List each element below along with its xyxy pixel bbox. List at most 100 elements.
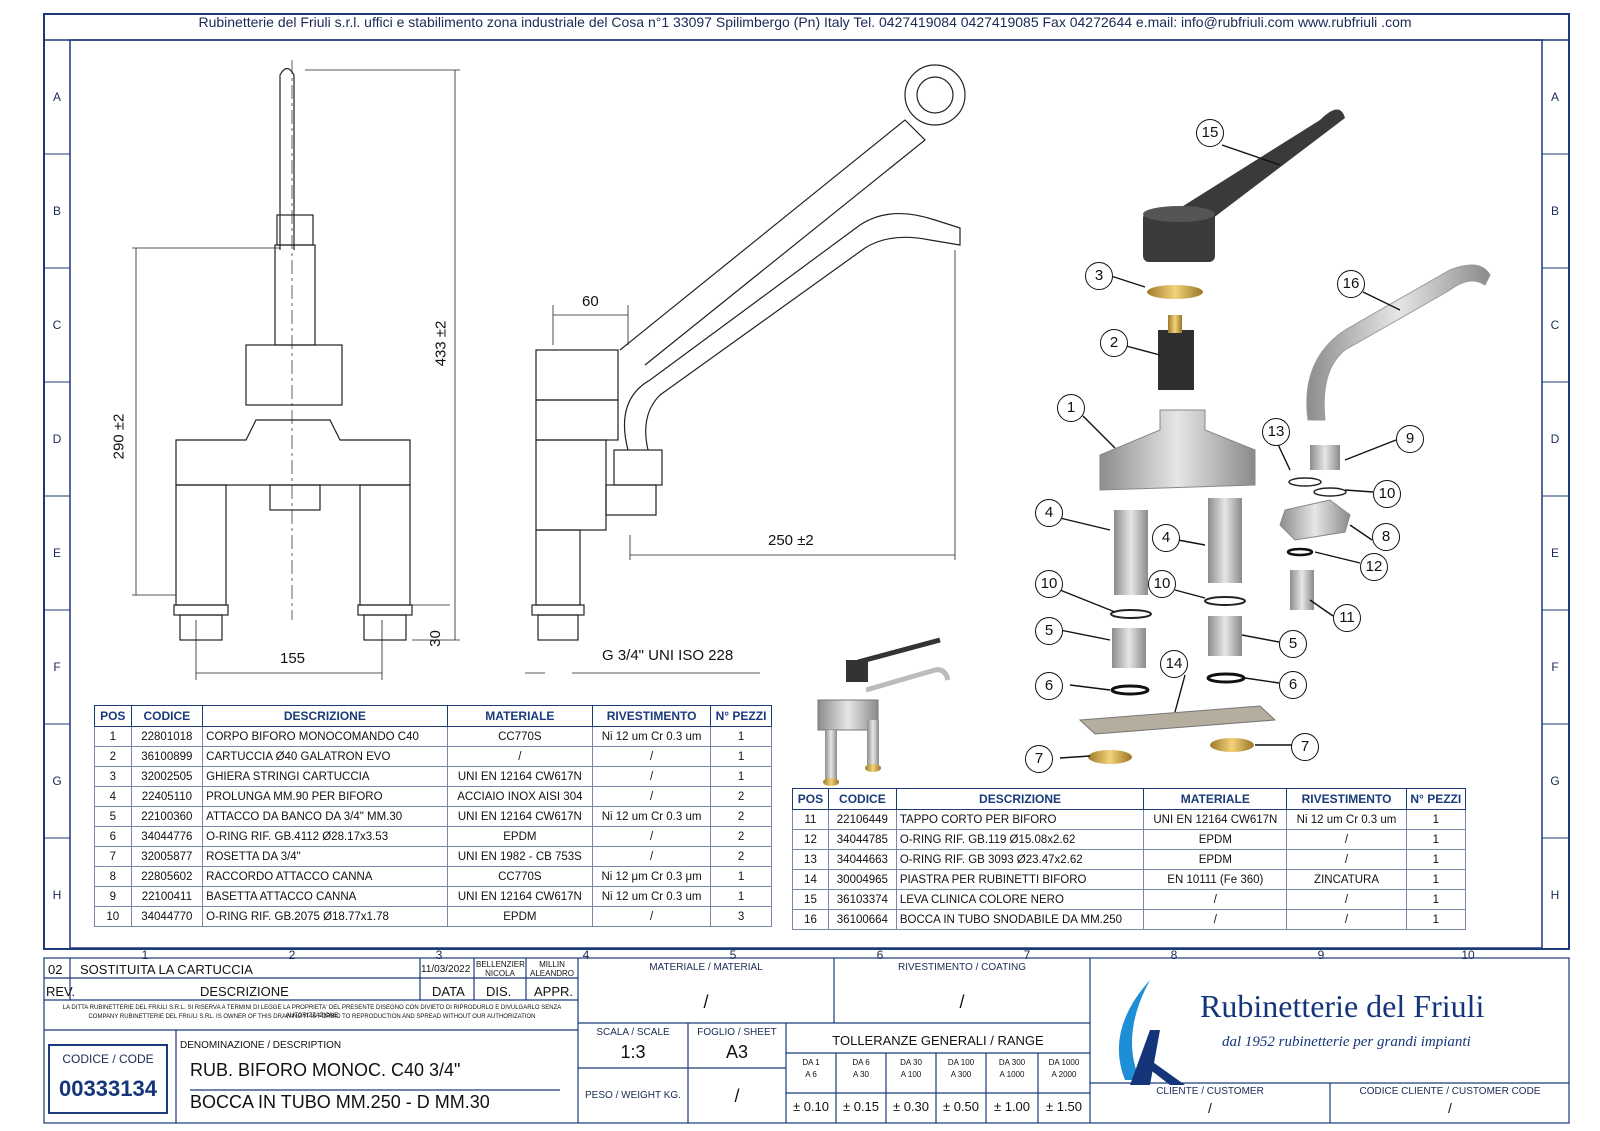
tolerance-range-from: DA 6: [852, 1058, 870, 1067]
iso-thumbnail: [817, 637, 951, 786]
tolerance-value: ± 1.00: [993, 1099, 1031, 1114]
customer-label: CLIENTE / CUSTOMER: [1156, 1086, 1264, 1097]
bom-cell: 2: [710, 826, 772, 847]
tolerance-value: ± 0.10: [792, 1099, 830, 1114]
date-header: DATA: [432, 984, 465, 999]
bom-cell: 2: [94, 746, 132, 767]
part-balloon: 6: [1279, 671, 1307, 699]
column-label: 2: [288, 948, 296, 962]
dimension-155: 155: [280, 650, 306, 667]
brand-name: Rubinetterie del Friuli: [1200, 988, 1485, 1024]
bom-cell: Ni 12 um Cr 0.3 um: [592, 806, 712, 827]
column-label: 8: [1170, 948, 1178, 962]
bom-cell: 15: [792, 889, 829, 910]
column-label: 1: [141, 948, 149, 962]
title-block-frame: [43, 957, 1570, 1124]
bom-cell: 1: [710, 726, 772, 747]
bom-cell: 34044785: [827, 829, 897, 850]
bom-cell: 6: [94, 826, 132, 847]
column-label: 5: [729, 948, 737, 962]
bom-cell: 1: [710, 866, 772, 887]
bom-cell: 1: [710, 766, 772, 787]
part-balloon: 16: [1337, 270, 1365, 298]
bom-cell: TAPPO CORTO PER BIFORO: [895, 809, 1145, 830]
part-balloon: 2: [1100, 329, 1128, 357]
part-balloon: 14: [1160, 650, 1188, 678]
bom-cell: GHIERA STRINGI CARTUCCIA: [202, 766, 448, 787]
bom-cell: Ni 12 um Cr 0.3 um: [592, 886, 712, 907]
part-balloon: 7: [1291, 733, 1319, 761]
bom-cell: PIASTRA PER RUBINETTI BIFORO: [895, 869, 1145, 890]
legal-notice-en: COMPANY RUBINETTERIE DEL FRIULI S.RL. IS…: [88, 1014, 536, 1020]
bom-cell: Ni 12 um Cr 0.3 um: [592, 726, 712, 747]
bom-table-left: POS CODICE DESCRIZIONE MATERIALE RIVESTI…: [94, 705, 772, 927]
customer-code-label: CODICE CLIENTE / CUSTOMER CODE: [1359, 1086, 1541, 1097]
description-line1: RUB. BIFORO MONOC. C40 3/4": [190, 1060, 461, 1080]
part-balloon: 6: [1035, 672, 1063, 700]
bom-cell: 4: [94, 786, 132, 807]
part-balloon: 15: [1196, 119, 1224, 147]
bom-cell: 22100411: [130, 886, 204, 907]
desc-header: DESCRIZIONE: [200, 984, 289, 999]
bom-cell: 16: [792, 909, 829, 930]
coating-label: RIVESTIMENTO / COATING: [898, 962, 1026, 973]
zone-label: H: [52, 888, 62, 902]
bom-cell: 5: [94, 806, 132, 827]
col-header: RIVESTIMENTO: [1286, 788, 1407, 810]
dimension-433: 433 ±2: [432, 320, 450, 367]
part-balloon: 13: [1262, 418, 1290, 446]
front-view: [173, 60, 413, 641]
dimension-60: 60: [582, 293, 599, 310]
bom-cell: ZINCATURA: [1286, 869, 1407, 890]
bom-cell: 1: [1405, 829, 1467, 850]
bom-cell: 11: [792, 809, 829, 830]
zone-label: D: [52, 432, 62, 446]
bom-cell: 36100664: [827, 909, 897, 930]
tolerance-range-from: DA 300: [998, 1058, 1026, 1067]
tolerance-range-to: A 30: [852, 1070, 869, 1079]
bom-cell: Ni 12 um Cr 0.3 um: [1286, 809, 1407, 830]
bom-cell: 14: [792, 869, 829, 890]
bom-cell: 13: [792, 849, 829, 870]
part-balloon: 4: [1152, 524, 1180, 552]
bom-cell: 1: [1405, 869, 1467, 890]
bom-cell: 1: [94, 726, 132, 747]
zone-label: C: [52, 318, 62, 332]
customer-code-value: /: [1448, 1100, 1452, 1116]
zone-label: D: [1550, 432, 1560, 446]
bom-cell: 3: [710, 906, 772, 927]
bom-cell: ROSETTA DA 3/4": [202, 846, 448, 867]
customer-value: /: [1208, 1100, 1212, 1116]
bom-cell: 34044770: [130, 906, 204, 927]
side-view: [531, 64, 966, 641]
bom-cell: RACCORDO ATTACCO CANNA: [202, 866, 448, 887]
tolerance-value: ± 0.50: [942, 1099, 980, 1114]
bom-cell: /: [1286, 909, 1407, 930]
bom-cell: /: [1286, 829, 1407, 850]
brand-logo-mark: [1118, 980, 1185, 1085]
bom-cell: O-RING RIF. GB.4112 Ø28.17x3.53: [202, 826, 448, 847]
bom-cell: /: [592, 766, 712, 787]
tolerance-range-to: A 300: [950, 1070, 972, 1079]
bom-cell: 2: [710, 846, 772, 867]
col-header: N° PEZZI: [710, 705, 772, 727]
rev-drawn-by: BELLENZIER NICOLA: [476, 960, 525, 978]
bom-cell: 3: [94, 766, 132, 787]
bom-cell: 12: [792, 829, 829, 850]
bom-cell: UNI EN 12164 CW617N: [446, 806, 594, 827]
bom-cell: /: [592, 786, 712, 807]
drawing-code: 00333134: [59, 1076, 157, 1101]
tolerance-range-to: A 2000: [1051, 1070, 1077, 1079]
bom-cell: /: [446, 746, 594, 767]
header-address: Rubinetterie del Friuli s.r.l. uffici e …: [198, 14, 1412, 30]
bom-cell: O-RING RIF. GB 3093 Ø23.47x2.62: [895, 849, 1145, 870]
rev-number: 02: [48, 962, 63, 977]
column-label: 3: [435, 948, 443, 962]
bom-cell: /: [1286, 889, 1407, 910]
